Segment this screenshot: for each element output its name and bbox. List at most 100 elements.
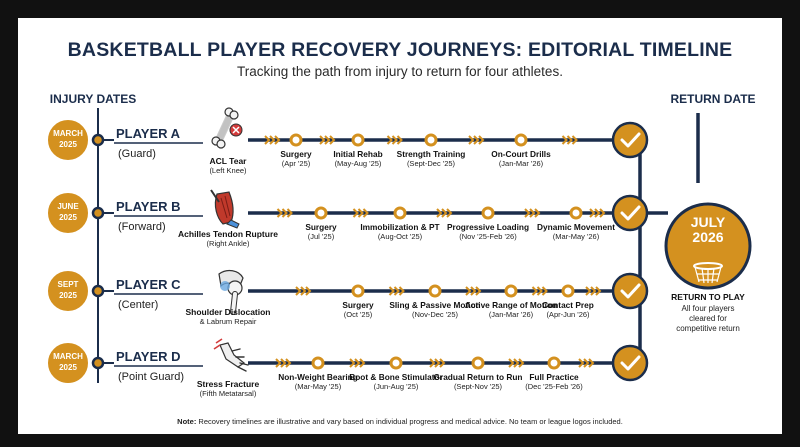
stage-label: Surgery(Apr '25) bbox=[241, 150, 351, 168]
injury-date-circle bbox=[46, 341, 90, 385]
chevron-marker bbox=[583, 358, 590, 368]
injury-date-circle bbox=[46, 269, 90, 313]
chevron-marker bbox=[441, 208, 448, 218]
stage-period: (Dec '25-Feb '26) bbox=[525, 381, 583, 391]
chevron-marker bbox=[529, 208, 536, 218]
injury-label: Shoulder Dislocation& Labrum Repair bbox=[173, 308, 283, 326]
chevron-marker bbox=[352, 208, 359, 218]
chevron-marker bbox=[595, 286, 602, 296]
return-month: JULY bbox=[690, 214, 726, 230]
stage-name: Strength Training bbox=[396, 149, 466, 159]
chevron-marker bbox=[436, 208, 443, 218]
injury-date-year: 2025 bbox=[59, 140, 77, 149]
stage-label: Non-Weight Bearing(Mar-May '25) bbox=[263, 373, 373, 391]
stage-label: Sling & Passive Motion(Nov-Dec '25) bbox=[380, 301, 490, 319]
stage-node bbox=[514, 133, 528, 147]
footnote: Note: Recovery timelines are illustrativ… bbox=[18, 418, 782, 426]
chevron-marker bbox=[585, 286, 592, 296]
chevron-marker bbox=[541, 286, 548, 296]
stage-label: Progressive Loading(Nov '25-Feb '26) bbox=[433, 223, 543, 241]
player-row-graphics bbox=[46, 341, 649, 385]
stage-node bbox=[471, 356, 485, 370]
injury-date-year: 2025 bbox=[59, 291, 77, 300]
stage-label: Surgery(Jul '25) bbox=[266, 223, 376, 241]
footnote-text: Recovery timelines are illustrative and … bbox=[198, 417, 623, 426]
chevron-marker bbox=[578, 358, 585, 368]
footnote-label: Note: bbox=[177, 417, 197, 426]
check-icon bbox=[620, 355, 641, 371]
chevron-marker bbox=[589, 208, 596, 218]
injury-detail: (Fifth Metatarsal) bbox=[199, 388, 257, 398]
stage-name: Dynamic Movement bbox=[537, 222, 615, 232]
chevron-marker bbox=[285, 358, 292, 368]
chevron-marker bbox=[468, 135, 475, 145]
stage-period: (Nov '25-Feb '26) bbox=[459, 231, 517, 241]
stage-period: (Mar-May '26) bbox=[552, 231, 600, 241]
stage-name: Initial Rehab bbox=[333, 149, 383, 159]
stage-period: (Mar-May '25) bbox=[294, 381, 342, 391]
check-icon bbox=[620, 205, 641, 221]
chevron-marker bbox=[524, 208, 531, 218]
chevron-marker bbox=[590, 286, 597, 296]
stage-period: (Jun-Aug '25) bbox=[373, 381, 419, 391]
stage-node bbox=[428, 284, 442, 298]
foot-bones-icon bbox=[213, 338, 249, 372]
stage-node bbox=[504, 284, 518, 298]
injury-date-month: JUNE bbox=[57, 202, 79, 211]
calf-muscle-icon bbox=[210, 189, 240, 229]
stage-node bbox=[424, 133, 438, 147]
chevron-marker bbox=[473, 135, 480, 145]
stage-node bbox=[289, 133, 303, 147]
chevron-marker bbox=[429, 358, 436, 368]
chevron-marker bbox=[359, 358, 366, 368]
chevron-marker bbox=[513, 358, 520, 368]
injury-name: ACL Tear bbox=[209, 156, 247, 166]
chevron-marker bbox=[269, 135, 276, 145]
player-name: PLAYER D bbox=[116, 349, 181, 364]
injury-detail: & Labrum Repair bbox=[199, 316, 257, 326]
chevron-marker bbox=[354, 358, 361, 368]
stage-name: Surgery bbox=[305, 222, 337, 232]
injury-label: Stress Fracture(Fifth Metatarsal) bbox=[173, 380, 283, 398]
chevron-marker bbox=[536, 286, 543, 296]
chevron-marker bbox=[281, 208, 288, 218]
timeline-graphics bbox=[46, 107, 752, 385]
return-check-circle bbox=[611, 344, 649, 382]
chevron-marker bbox=[286, 208, 293, 218]
return-check-circle bbox=[611, 121, 649, 159]
injury-date-year: 2025 bbox=[59, 213, 77, 222]
chevron-marker bbox=[518, 358, 525, 368]
stage-label: Gradual Return to Run(Sept-Nov '25) bbox=[423, 373, 533, 391]
stage-label: Surgery(Oct '25) bbox=[303, 301, 413, 319]
stage-period: (Nov-Dec '25) bbox=[411, 309, 459, 319]
injury-name: Achilles Tendon Rupture bbox=[178, 229, 278, 239]
chevron-marker bbox=[465, 286, 472, 296]
stage-name: Full Practice bbox=[529, 372, 579, 382]
chevron-marker bbox=[391, 135, 398, 145]
infographic-card: BASKETBALL PLAYER RECOVERY JOURNEYS: EDI… bbox=[18, 18, 782, 434]
basketball-hoop-icon bbox=[693, 262, 723, 284]
chevron-marker bbox=[475, 286, 482, 296]
player-role: (Forward) bbox=[118, 221, 166, 233]
chevron-marker bbox=[534, 208, 541, 218]
stage-name: Contact Prep bbox=[542, 300, 594, 310]
stage-period: (Apr '25) bbox=[281, 158, 311, 168]
player-role: (Point Guard) bbox=[118, 371, 185, 383]
chevron-marker bbox=[357, 208, 364, 218]
player-name: PLAYER C bbox=[116, 277, 181, 292]
bone-icon bbox=[211, 107, 243, 149]
player-role: (Guard) bbox=[118, 148, 156, 160]
injury-label: ACL Tear(Left Knee) bbox=[173, 157, 283, 175]
stage-name: Boot & Bone Stimulator bbox=[349, 372, 443, 382]
injury-label: Achilles Tendon Rupture(Right Ankle) bbox=[173, 230, 283, 248]
spine-node bbox=[91, 284, 105, 298]
chevron-marker bbox=[324, 135, 331, 145]
stage-name: Surgery bbox=[342, 300, 374, 310]
injury-date-month: MARCH bbox=[53, 352, 83, 361]
stage-node bbox=[481, 206, 495, 220]
chevron-marker bbox=[571, 135, 578, 145]
spine-node bbox=[91, 356, 105, 370]
player-row-graphics bbox=[46, 118, 649, 162]
chevron-marker bbox=[274, 135, 281, 145]
chevron-marker bbox=[295, 286, 302, 296]
